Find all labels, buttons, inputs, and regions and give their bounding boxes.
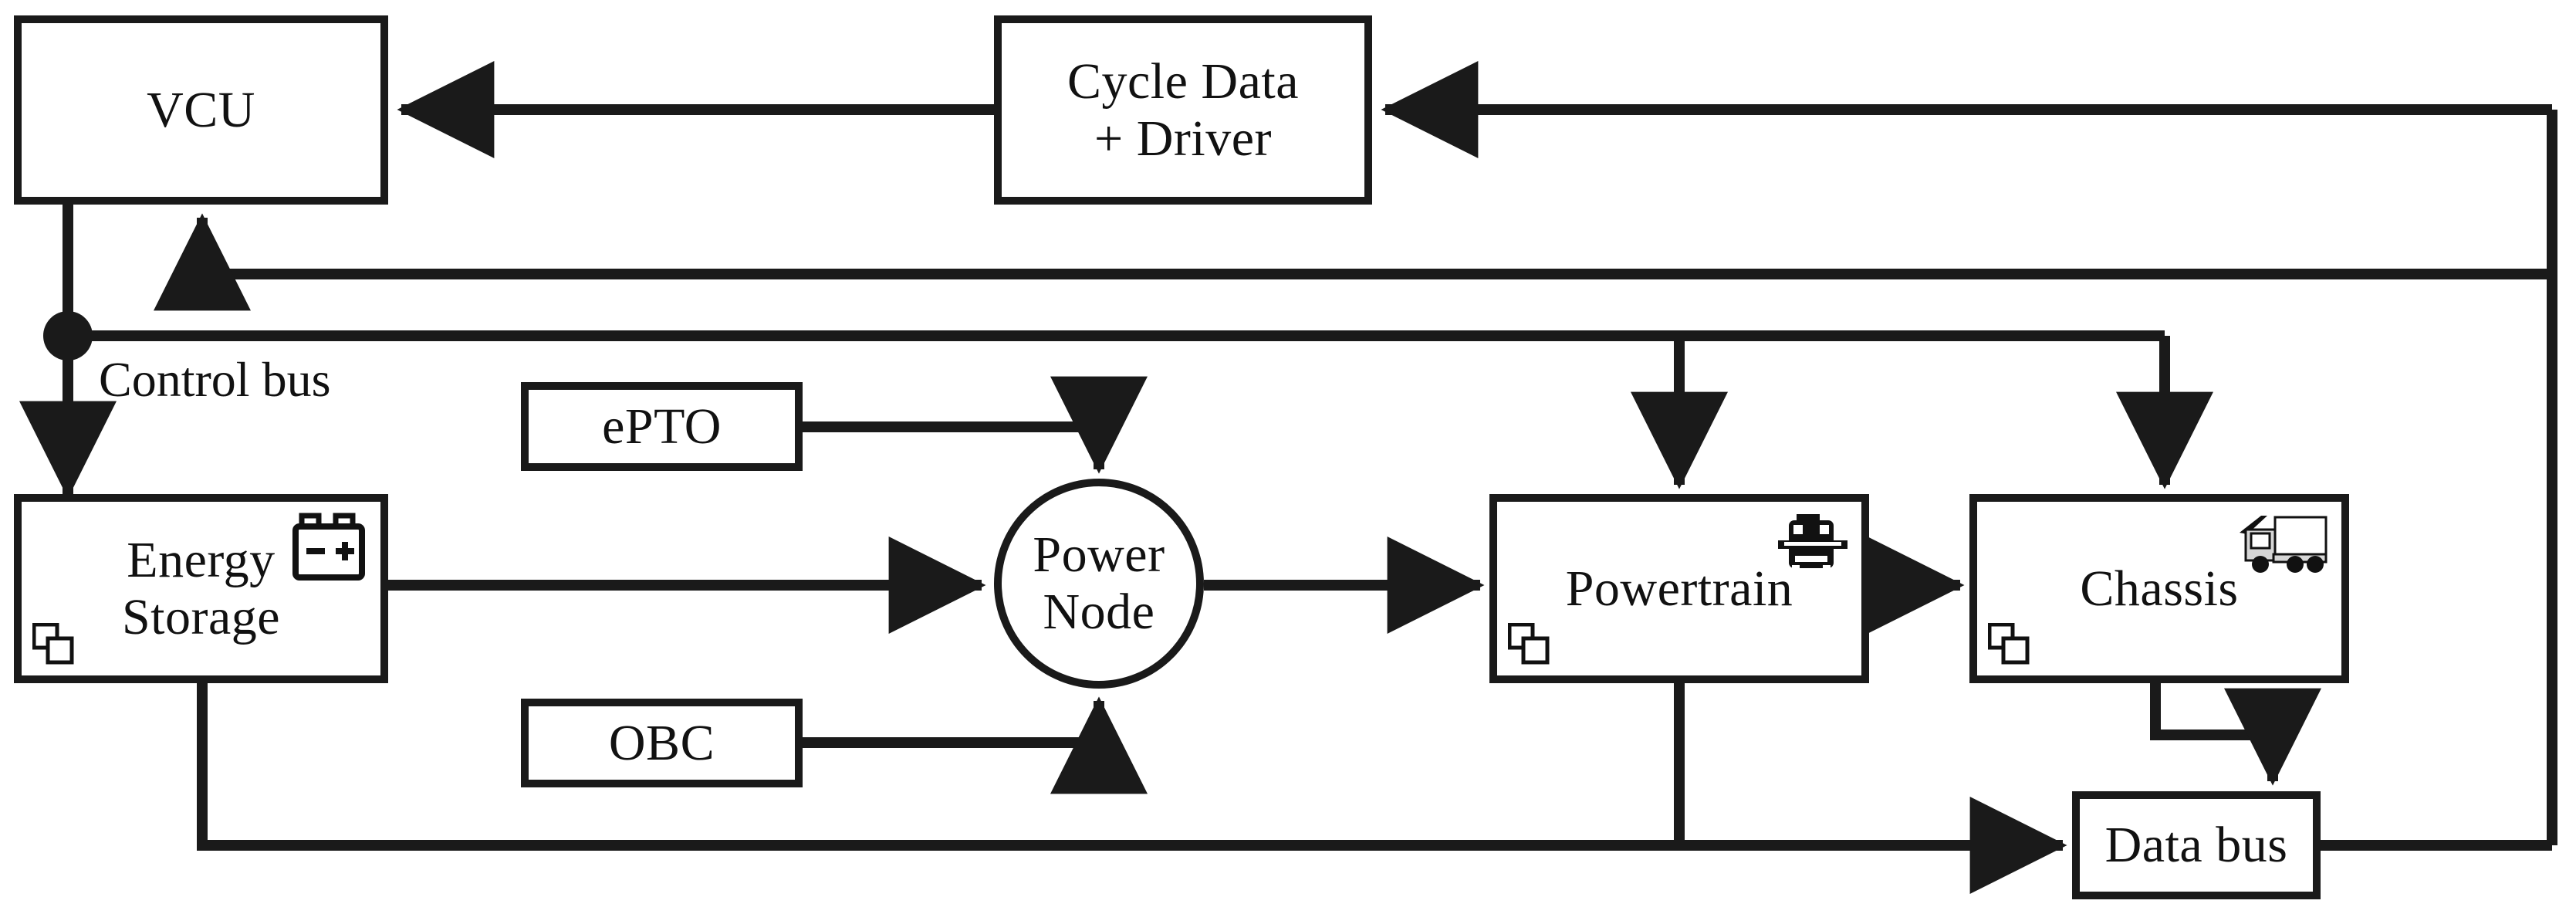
subsystem-icon (32, 623, 74, 665)
node-vcu-label: VCU (147, 81, 255, 138)
node-energy-storage-label: Energy Storage (121, 531, 281, 645)
node-cycle-data-driver[interactable]: Cycle Data + Driver (994, 15, 1372, 205)
truck-icon (2240, 516, 2328, 573)
wire-storage-to-databus (197, 683, 2067, 894)
control-bus-label: Control bus (99, 352, 331, 407)
node-data-bus-label: Data bus (2104, 817, 2288, 874)
node-power-node[interactable]: Power Node (994, 479, 1204, 689)
node-obc-label: OBC (608, 714, 715, 771)
node-vcu[interactable]: VCU (14, 15, 388, 205)
wire-obc-to-powernode (803, 696, 1148, 794)
subsystem-icon (1988, 623, 2030, 665)
node-energy-storage[interactable]: Energy Storage (14, 494, 388, 683)
node-data-bus[interactable]: Data bus (2072, 791, 2321, 899)
electric-motor-icon (1778, 514, 1847, 572)
battery-icon (292, 513, 365, 581)
node-powertrain-label: Powertrain (1565, 560, 1793, 617)
wire-chassis-to-databus (2150, 683, 2321, 786)
node-power-node-label: Power Node (1033, 526, 1165, 640)
node-powertrain[interactable]: Powertrain (1489, 494, 1869, 683)
wire-feedback-to-vcu (154, 213, 2552, 311)
node-epto[interactable]: ePTO (521, 382, 803, 471)
node-obc[interactable]: OBC (521, 699, 803, 787)
wire-epto-to-powernode (803, 376, 1148, 474)
node-epto-label: ePTO (602, 398, 722, 455)
node-chassis-label: Chassis (2080, 560, 2239, 617)
node-cycle-data-driver-label: Cycle Data + Driver (1067, 52, 1300, 167)
subsystem-icon (1508, 623, 1550, 665)
node-chassis[interactable]: Chassis (1969, 494, 2349, 683)
